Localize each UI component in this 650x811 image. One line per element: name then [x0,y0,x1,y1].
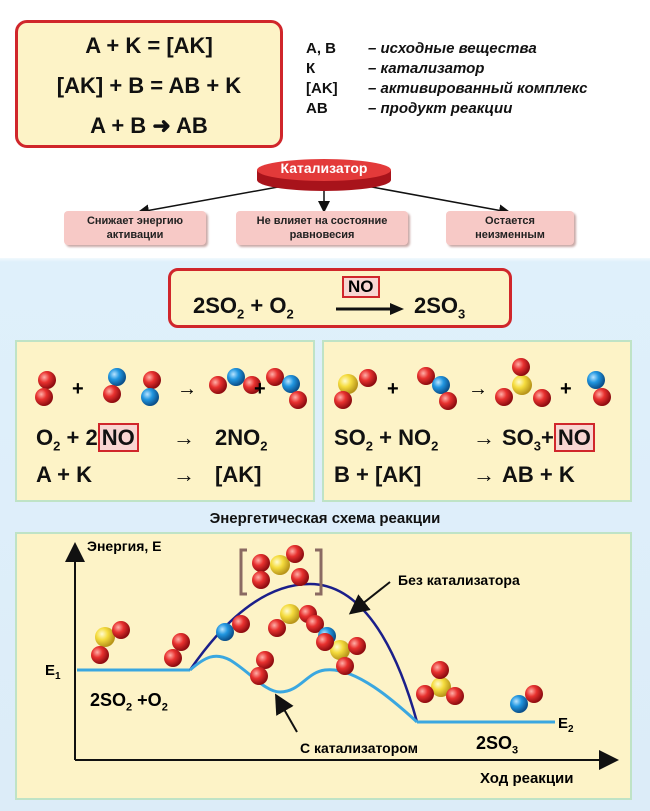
catalyst-diagram [137,159,511,217]
reaction-arrow-icon [336,303,404,315]
so2-molecule [316,633,366,675]
catalyst-title: Катализатор [280,160,368,176]
e2-label: E2 [558,715,574,735]
arrow-icon: → [473,462,495,487]
arrow-icon: → [173,462,195,487]
reactants-label: 2SO2 +O2 [90,690,168,714]
no-molecule [587,371,611,406]
no-molecule [216,615,250,641]
right-eq-2-a: B + [AK] [334,462,422,487]
right-panel [322,340,632,502]
left-eq-2-b: [AK] [215,462,262,487]
svg-text:→: → [177,378,197,400]
catalyst-no-label: NO [342,276,380,298]
without-catalyst-label: Без катализатора [398,572,520,588]
main-reaction-right: 2SO3 [414,293,466,322]
svg-text:+: + [387,378,399,400]
no-highlight: NO [553,423,595,452]
molecules-row: + → + + → + [35,358,611,410]
no2-molecule [417,367,457,410]
right-eq-1-a: SO2 + NO2 [334,425,439,454]
arrow-icon: → [173,425,195,450]
equation-1: A + K = [AK] [85,33,213,58]
o2-molecule [35,371,56,406]
curve-without-catalyst [188,582,419,723]
equation-3: A + B ➜ AB [90,113,208,138]
no-highlight: NO [97,423,139,452]
so3-molecule [495,358,551,407]
no2-molecule [250,651,274,685]
e1-label: E1 [45,662,61,682]
left-panel [15,340,315,502]
with-catalyst-label: С катализатором [300,740,418,756]
equations-box: A + K = [AK] [AK] + B = AB + K A + B ➜ A… [15,20,283,148]
energy-diagram-panel [15,532,632,800]
left-eq-2-a: A + K [36,462,93,487]
svg-text:+: + [254,378,266,400]
so2-molecule [334,369,377,409]
energy-diagram [65,542,619,770]
main-reaction-left: 2SO2 + O2 [193,293,294,322]
no-molecule [103,368,161,406]
no2-molecule [266,368,307,409]
y-axis-label: Энергия, E [87,538,162,554]
arrow-icon: → [473,425,495,450]
activated-complex [252,545,309,589]
right-eq-2-b: AB + K [502,462,575,487]
svg-text:→: → [468,378,488,400]
x-axis-label: Ход реакции [480,770,574,787]
equation-2: [AK] + B = AB + K [56,73,242,98]
so2-molecule [91,621,130,664]
no2-molecule [209,368,261,394]
main-reaction-box [168,268,512,328]
left-eq-1-c: 2NO2 [215,425,268,454]
curve-with-catalyst [189,654,419,724]
no-molecule [510,685,543,713]
arrow-icon: ➜ [152,113,171,138]
right-eq-1-c: SO3+NO [502,423,595,453]
o2-molecule [164,633,190,667]
product-label: 2SO3 [476,733,519,757]
svg-text:+: + [560,378,572,400]
so3-molecule [416,661,464,705]
diagram-title: Энергетическая схема реакции [209,510,441,527]
svg-text:+: + [72,378,84,400]
